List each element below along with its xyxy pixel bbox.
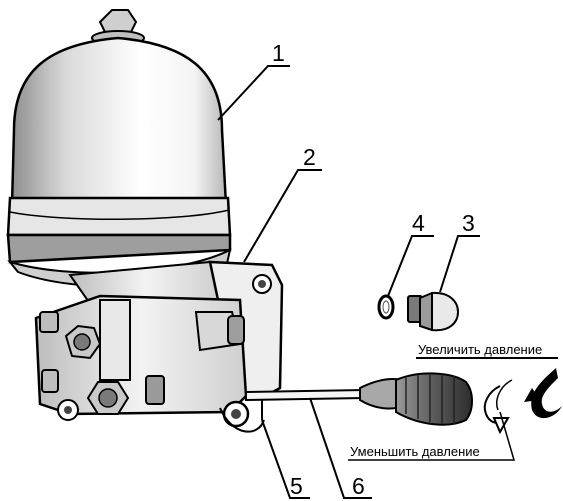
o-ring xyxy=(377,294,395,320)
leader-lines xyxy=(217,65,558,499)
callout-5: 5 xyxy=(290,473,303,499)
leader-1 xyxy=(217,65,290,121)
increase-pressure-label: Увеличить давление xyxy=(418,342,542,357)
callout-1: 1 xyxy=(272,40,285,66)
callout-labels: 1 2 3 4 5 6 xyxy=(272,40,475,499)
leader-5 xyxy=(261,419,310,499)
callout-2: 2 xyxy=(303,144,316,170)
callout-3: 3 xyxy=(462,210,475,236)
leader-3 xyxy=(439,235,480,293)
leader-2 xyxy=(243,169,322,263)
increase-rotation-arrow-icon xyxy=(524,368,562,419)
leader-4 xyxy=(387,235,434,297)
decrease-pressure-label: Уменьшить давление xyxy=(350,444,480,459)
filter-bowl xyxy=(6,9,232,288)
leader-6 xyxy=(309,397,372,499)
leader-decrease xyxy=(348,411,515,461)
valve-housing xyxy=(34,260,284,433)
decrease-rotation-arrow-icon xyxy=(483,379,513,435)
adjusting-handle xyxy=(245,372,473,426)
plug xyxy=(407,291,460,332)
callout-4: 4 xyxy=(412,210,425,236)
callout-6: 6 xyxy=(352,473,365,499)
